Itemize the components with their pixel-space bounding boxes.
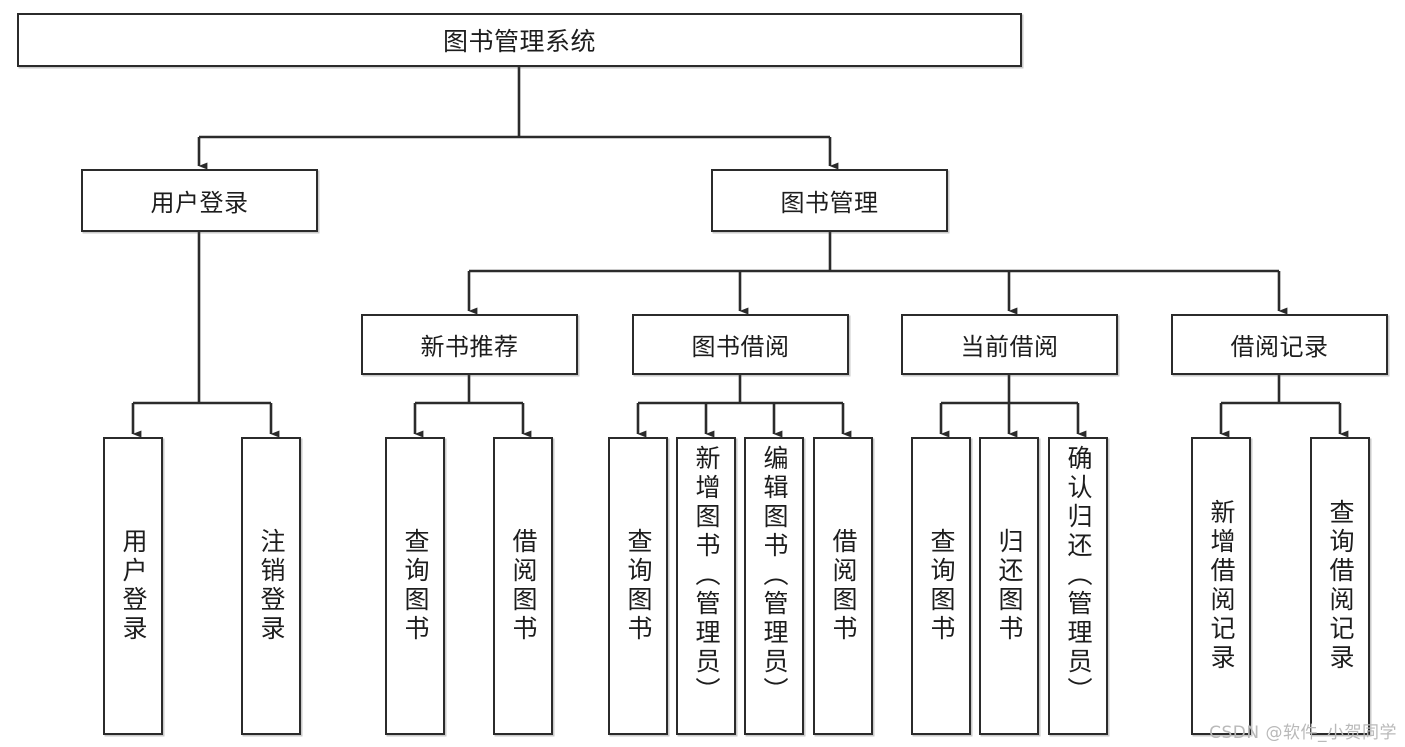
leaf-logout-label: 注销登录 [257, 528, 286, 644]
leaf-query-book-recommend-label: 查询图书 [401, 528, 430, 644]
leaf-edit-book-label: 编辑图书（管理员） [760, 445, 789, 706]
leaf-add-book[interactable]: 新增图书（管理员） [676, 437, 736, 735]
leaf-edit-book[interactable]: 编辑图书（管理员） [744, 437, 804, 735]
node-new-book-recommend[interactable]: 新书推荐 [361, 314, 578, 375]
node-current-borrow[interactable]: 当前借阅 [901, 314, 1118, 375]
leaf-user-login-label: 用户登录 [119, 528, 148, 644]
node-book-borrow[interactable]: 图书借阅 [632, 314, 849, 375]
leaf-add-book-label: 新增图书（管理员） [692, 445, 721, 706]
leaf-query-borrow-record[interactable]: 查询借阅记录 [1310, 437, 1370, 735]
leaf-add-borrow-record-label: 新增借阅记录 [1207, 499, 1236, 673]
leaf-borrow-book-label: 借阅图书 [829, 528, 858, 644]
leaf-borrow-book-recommend-label: 借阅图书 [509, 528, 538, 644]
leaf-logout[interactable]: 注销登录 [241, 437, 301, 735]
node-book-manage-label: 图书管理 [780, 189, 879, 217]
node-book-manage[interactable]: 图书管理 [711, 169, 948, 232]
node-user-login[interactable]: 用户登录 [81, 169, 318, 232]
leaf-query-book-current[interactable]: 查询图书 [911, 437, 971, 735]
leaf-query-book-recommend[interactable]: 查询图书 [385, 437, 445, 735]
leaf-borrow-book[interactable]: 借阅图书 [813, 437, 873, 735]
leaf-query-book-current-label: 查询图书 [927, 528, 956, 644]
leaf-confirm-return[interactable]: 确认归还（管理员） [1048, 437, 1108, 735]
leaf-user-login[interactable]: 用户登录 [103, 437, 163, 735]
node-borrow-record-label: 借阅记录 [1230, 333, 1329, 361]
leaf-borrow-book-recommend[interactable]: 借阅图书 [493, 437, 553, 735]
node-root-system-label: 图书管理系统 [442, 27, 596, 56]
leaf-add-borrow-record[interactable]: 新增借阅记录 [1191, 437, 1251, 735]
node-user-login-label: 用户登录 [150, 189, 249, 217]
csdn-watermark: CSDN @软件_小贺同学 [1209, 723, 1397, 743]
node-borrow-record[interactable]: 借阅记录 [1171, 314, 1388, 375]
leaf-query-borrow-record-label: 查询借阅记录 [1326, 499, 1355, 673]
leaf-confirm-return-label: 确认归还（管理员） [1064, 445, 1093, 706]
node-root-system[interactable]: 图书管理系统 [17, 13, 1022, 67]
node-new-book-recommend-label: 新书推荐 [420, 333, 519, 361]
leaf-return-book-label: 归还图书 [995, 528, 1024, 644]
leaf-return-book[interactable]: 归还图书 [979, 437, 1039, 735]
node-current-borrow-label: 当前借阅 [960, 333, 1059, 361]
leaf-query-book-borrow[interactable]: 查询图书 [608, 437, 668, 735]
node-book-borrow-label: 图书借阅 [691, 333, 790, 361]
leaf-query-book-borrow-label: 查询图书 [624, 528, 653, 644]
